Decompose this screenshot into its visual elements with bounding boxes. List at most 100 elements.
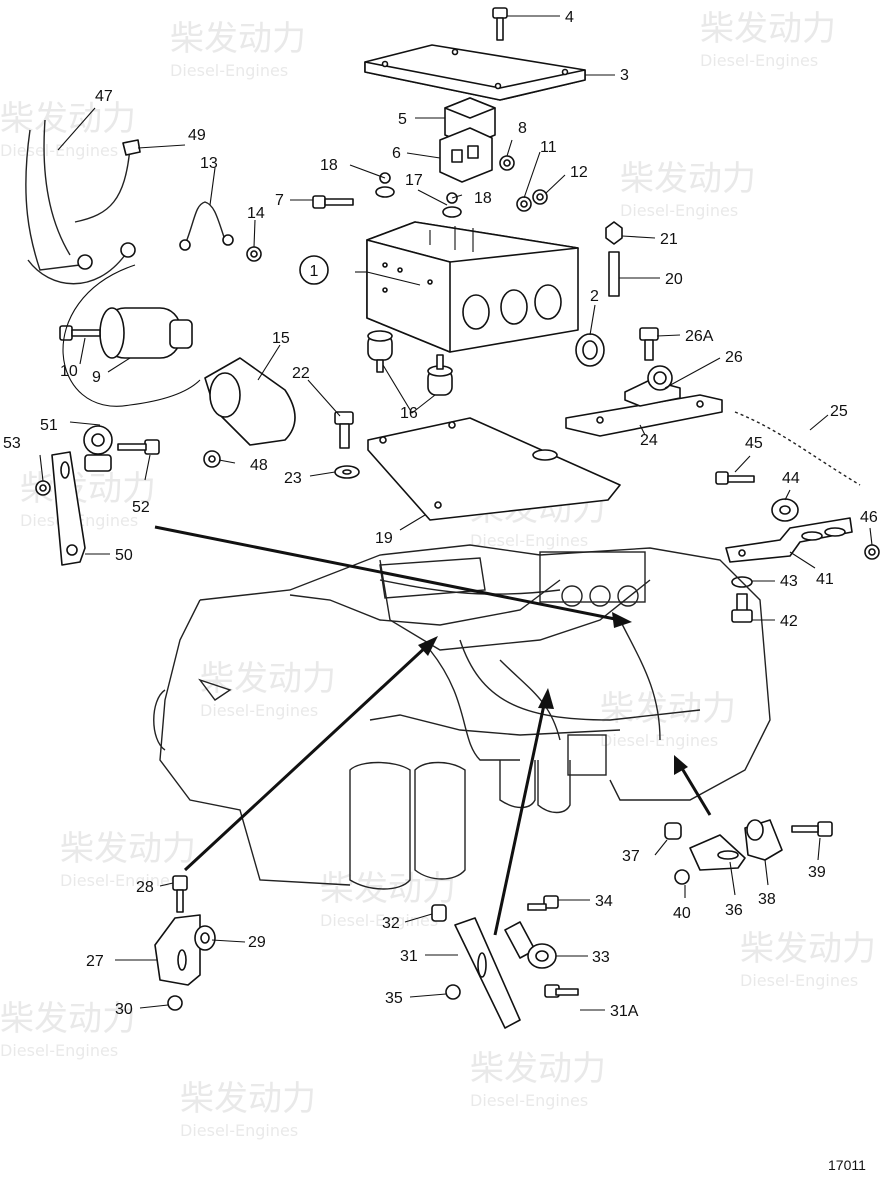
p-clamp [83, 425, 113, 472]
label-37: 37 [622, 848, 640, 865]
watermark-en: Diesel-Engines [0, 1041, 118, 1060]
label-49: 49 [188, 127, 206, 144]
washer [442, 192, 462, 218]
cable-lead [179, 201, 234, 251]
label-22: 22 [292, 365, 310, 382]
watermark-en: Diesel-Engines [470, 531, 588, 550]
label-23: 23 [284, 470, 302, 487]
label-15: 15 [272, 330, 290, 347]
nut [499, 155, 515, 171]
battery-cable [74, 139, 141, 223]
rubber-mount [367, 330, 453, 396]
solenoid [99, 307, 193, 359]
base-plate [367, 417, 621, 521]
washer [375, 172, 395, 198]
label-9: 9 [92, 369, 101, 386]
watermark-en: Diesel-Engines [0, 141, 118, 160]
watermark-cn: 柴发动力 [200, 659, 336, 699]
engine-outline [153, 544, 771, 890]
label-18b: 18 [474, 190, 492, 207]
label-46: 46 [860, 509, 878, 526]
label-21: 21 [660, 231, 678, 248]
label-12: 12 [570, 164, 588, 181]
label-17: 17 [405, 172, 423, 189]
slotted-bracket [725, 517, 853, 563]
label-19: 19 [375, 530, 393, 547]
watermark-layer: 柴发动力 Diesel-Engines 柴发动力 Diesel-Engines 柴发… [0, 9, 876, 1140]
bolt [334, 411, 354, 449]
relay-socket [439, 127, 493, 183]
cover-plate [364, 44, 586, 101]
label-39: 39 [808, 864, 826, 881]
bolt [731, 593, 753, 623]
watermark-cn: 柴发动力 [170, 19, 306, 59]
label-34: 34 [595, 893, 613, 910]
label-25: 25 [830, 403, 848, 420]
watermark-en: Diesel-Engines [600, 731, 718, 750]
label-14: 14 [247, 205, 265, 222]
watermark-cn: 柴发动力 [0, 999, 136, 1039]
label-45: 45 [745, 435, 763, 452]
label-2: 2 [590, 288, 599, 305]
label-42: 42 [780, 613, 798, 630]
watermark-cn: 柴发动力 [60, 829, 196, 869]
label-30: 30 [115, 1001, 133, 1018]
label-48: 48 [250, 457, 268, 474]
figure-number: 17011 [828, 1157, 866, 1173]
label-16: 16 [400, 405, 418, 422]
label-8: 8 [518, 120, 527, 137]
watermark-en: Diesel-Engines [320, 911, 438, 930]
label-33: 33 [592, 949, 610, 966]
nut [864, 544, 880, 560]
part-labels: 4 3 5 6 7 8 11 12 13 14 18 17 18 2 21 20… [3, 9, 878, 1020]
watermark-en: Diesel-Engines [180, 1121, 298, 1140]
label-36: 36 [725, 902, 743, 919]
grommet [575, 333, 605, 367]
bolt [312, 195, 354, 209]
nut [532, 189, 548, 205]
bracket-assembly-right [664, 819, 833, 885]
label-40: 40 [673, 905, 691, 922]
clamp-bracket [51, 451, 86, 566]
watermark-cn: 柴发动力 [0, 99, 136, 139]
label-26a: 26A [685, 328, 714, 345]
nut [35, 480, 51, 496]
nut [516, 196, 532, 212]
nut [246, 246, 262, 262]
washer [334, 465, 360, 479]
label-31a: 31A [610, 1003, 639, 1020]
junction-box [366, 221, 579, 353]
callout-1: 1 [299, 255, 329, 285]
cover-screw [492, 7, 508, 41]
label-13: 13 [200, 155, 218, 172]
watermark-cn: 柴发动力 [470, 1049, 606, 1089]
watermark-en: Diesel-Engines [620, 201, 738, 220]
leader-lines [39, 15, 873, 1011]
callout-label: 1 [310, 263, 319, 280]
label-5: 5 [398, 111, 407, 128]
label-52: 52 [132, 499, 150, 516]
label-7: 7 [275, 192, 284, 209]
label-47: 47 [95, 88, 113, 105]
label-26: 26 [725, 349, 743, 366]
watermark-en: Diesel-Engines [740, 971, 858, 990]
arrows [154, 525, 712, 936]
bolt [715, 471, 755, 485]
bolt [59, 325, 101, 341]
watermark-cn: 柴发动力 [620, 159, 756, 199]
label-10: 10 [60, 363, 78, 380]
label-6: 6 [392, 145, 401, 162]
watermark-en: Diesel-Engines [60, 871, 178, 890]
bolt [639, 327, 659, 361]
label-29: 29 [248, 934, 266, 951]
bolt [117, 439, 160, 455]
p-clamp [771, 498, 799, 522]
bracket-assembly-left [154, 875, 216, 1011]
label-41: 41 [816, 571, 834, 588]
label-53: 53 [3, 435, 21, 452]
label-4: 4 [565, 9, 574, 26]
label-27: 27 [86, 953, 104, 970]
label-11: 11 [540, 139, 557, 156]
watermark-en: Diesel-Engines [170, 61, 288, 80]
